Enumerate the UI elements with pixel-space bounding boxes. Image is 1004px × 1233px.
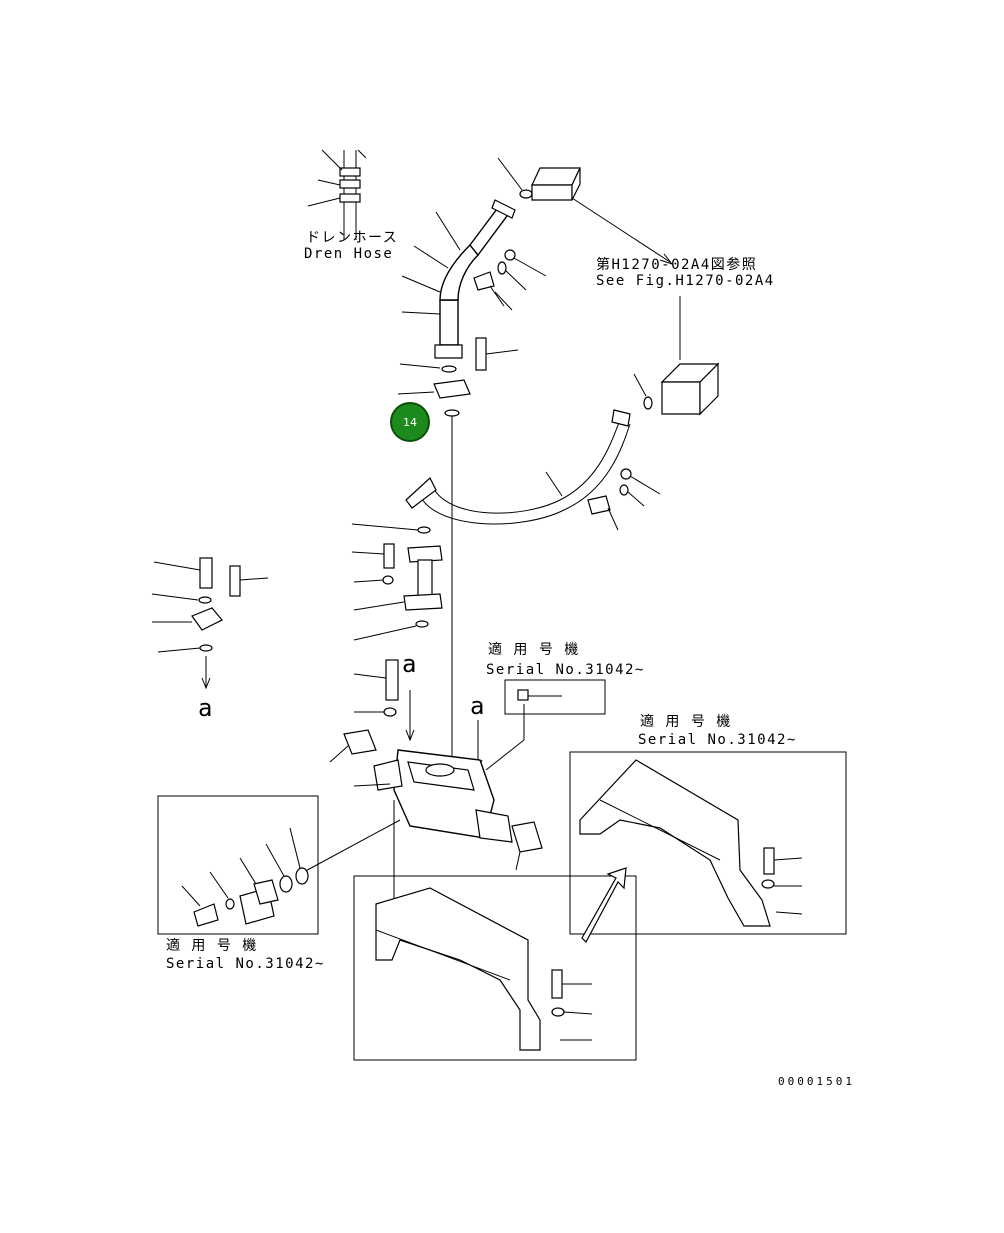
mark-a-left: a [198, 694, 213, 722]
serial-label-left: Serial No.31042~ [166, 956, 325, 972]
serial-box-small [504, 679, 606, 715]
drawing-number: 00001501 [778, 1075, 855, 1088]
mark-a-right: a [470, 692, 485, 720]
arrow-to-detail [581, 867, 627, 943]
applicable-label-center: 適 用 号 機 [488, 642, 580, 658]
serial-label-center: Serial No.31042~ [486, 662, 645, 678]
top-block [531, 167, 674, 266]
applicable-label-left: 適 用 号 機 [166, 938, 258, 954]
control-valve [299, 704, 543, 920]
right-block [633, 296, 720, 416]
frame-box-right [569, 751, 847, 935]
detail-box-left [157, 795, 319, 935]
center-parts [351, 488, 483, 772]
reference-label-jp: 第H1270-02A4図参照 [596, 257, 758, 273]
left-parts [151, 557, 269, 690]
serial-label-right: Serial No.31042~ [638, 732, 797, 748]
frame-box-bottom [353, 875, 637, 1061]
reference-label-en: See Fig.H1270-02A4 [596, 273, 775, 289]
drain-hose-label-jp: ドレンホース [306, 230, 399, 246]
mark-a-center: a [402, 650, 417, 678]
upper-hose-assembly [397, 157, 547, 488]
drain-hose-label-en: Dren Hose [304, 246, 394, 262]
drain-hose-part [307, 149, 367, 240]
callout-14[interactable]: 14 [390, 402, 430, 442]
long-hose [405, 409, 661, 531]
applicable-label-right: 適 用 号 機 [640, 714, 732, 730]
